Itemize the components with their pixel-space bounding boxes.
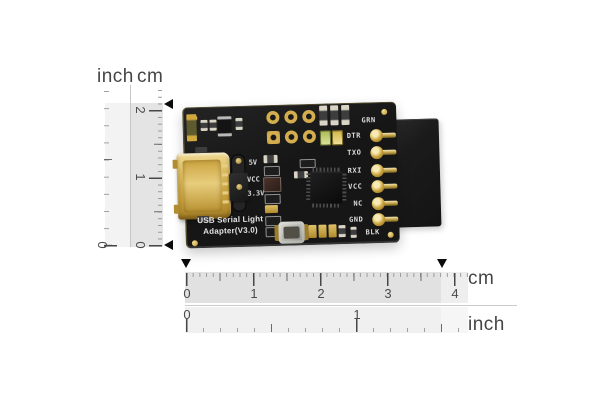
usb-contact-pin — [221, 164, 228, 168]
board-height-marker-top — [164, 99, 173, 109]
pin-pad — [370, 163, 385, 178]
usb-shield-pad — [195, 146, 208, 154]
board-height-marker-bottom — [164, 240, 173, 250]
through-hole — [302, 129, 317, 144]
pin-label-nc: NC — [353, 199, 363, 208]
crystal-core — [283, 226, 300, 239]
fiducial-dot — [381, 108, 388, 115]
vertical-cm-mark-2: 2 — [133, 106, 148, 114]
pin-label-rxi: RXI — [347, 166, 363, 175]
jumper-pin — [235, 183, 242, 191]
cm-mark-2: 2 — [317, 286, 325, 301]
smd-component — [200, 119, 208, 132]
horizontal-ruler-cm-label: cm — [468, 268, 495, 289]
through-hole — [284, 130, 299, 144]
smd-component — [264, 193, 281, 205]
pin-pad — [371, 196, 386, 211]
inch-mark-1: 1 — [353, 307, 361, 322]
smd-capacitor — [328, 224, 337, 238]
vertical-inch-ticks — [104, 90, 117, 247]
fiducial-dot — [387, 231, 394, 238]
usb-contact-pin — [222, 191, 229, 195]
vertical-cm-ticks — [149, 90, 162, 247]
fuse-component — [186, 114, 198, 142]
ruler-separator-line — [185, 305, 517, 306]
horizontal-inch-ticks — [185, 319, 463, 332]
smd-component — [350, 226, 357, 238]
pin-pad — [372, 212, 386, 227]
jumper-label-5v: 5V — [248, 158, 258, 167]
smd-capacitor — [308, 224, 317, 239]
smd-component — [263, 154, 278, 164]
smd-resistor — [341, 104, 350, 126]
smd-capacitor — [318, 224, 327, 238]
micro-usb-connector — [172, 152, 232, 220]
vertical-ruler-cm-label: cm — [137, 66, 164, 87]
horizontal-cm-ticks — [185, 273, 468, 287]
cm-mark-4: 4 — [451, 286, 459, 301]
vertical-ruler-divider — [130, 85, 131, 247]
jumper-pin — [234, 157, 242, 165]
pin-label-dtr: DTR — [346, 131, 362, 140]
inch-mark-0: 0 — [183, 307, 191, 322]
jumper-label-3v3: 3.3V — [247, 189, 265, 198]
through-hole — [266, 110, 280, 125]
smd-component — [235, 117, 243, 131]
usb-mount-tab — [173, 204, 180, 214]
board-title-line2: Adapter(V3.0) — [203, 225, 258, 237]
smd-component — [263, 165, 281, 177]
pin-pad — [369, 128, 384, 143]
smd-component — [264, 204, 279, 214]
pin-label-grn: GRN — [361, 116, 376, 125]
cm-mark-0: 0 — [183, 286, 191, 301]
status-led — [319, 130, 332, 146]
crystal-oscillator — [278, 221, 305, 244]
through-hole-square-pad — [266, 130, 281, 145]
vertical-cm-mark-1: 1 — [133, 173, 148, 181]
usb-contact-pin — [221, 173, 229, 177]
horizontal-ruler-inch-label: inch — [468, 314, 505, 335]
through-hole — [302, 109, 316, 124]
usb-shell-detail — [182, 159, 222, 213]
usb-contact-pin — [222, 182, 229, 186]
usb-contact-pin — [222, 200, 229, 204]
smd-resistor — [319, 105, 328, 126]
vertical-cm-mark-0: 0 — [133, 241, 148, 249]
vertical-ruler-inch-label: inch — [97, 66, 134, 87]
pin-pad — [370, 145, 384, 160]
vertical-inch-mark-0: 0 — [95, 241, 110, 249]
jumper-label-vcc: VCC — [246, 175, 260, 184]
cm-mark-1: 1 — [250, 286, 258, 301]
pin-label-blk: BLK — [365, 228, 380, 237]
pin-label-txo: TXO — [347, 148, 362, 157]
through-hole — [284, 110, 298, 124]
pin-label-gnd: GND — [349, 215, 364, 224]
pin-pad — [371, 179, 385, 194]
smd-resistor — [330, 105, 339, 126]
smd-component — [209, 119, 217, 131]
pcb-board: 5V VCC 3.3V — [172, 101, 400, 249]
smd-capacitor — [263, 176, 282, 193]
fiducial-dot — [191, 240, 198, 247]
adapter-board-assembly: 5V VCC 3.3V — [172, 97, 445, 252]
jumper-cap — [228, 172, 249, 202]
cm-mark-3: 3 — [384, 286, 392, 301]
board-width-marker-right — [437, 259, 447, 268]
usb-mount-tab — [172, 159, 178, 169]
pin-label-vcc: VCC — [348, 182, 363, 191]
board-width-marker-left — [181, 259, 191, 268]
smd-component — [338, 225, 346, 238]
regulator-ic — [217, 116, 232, 137]
